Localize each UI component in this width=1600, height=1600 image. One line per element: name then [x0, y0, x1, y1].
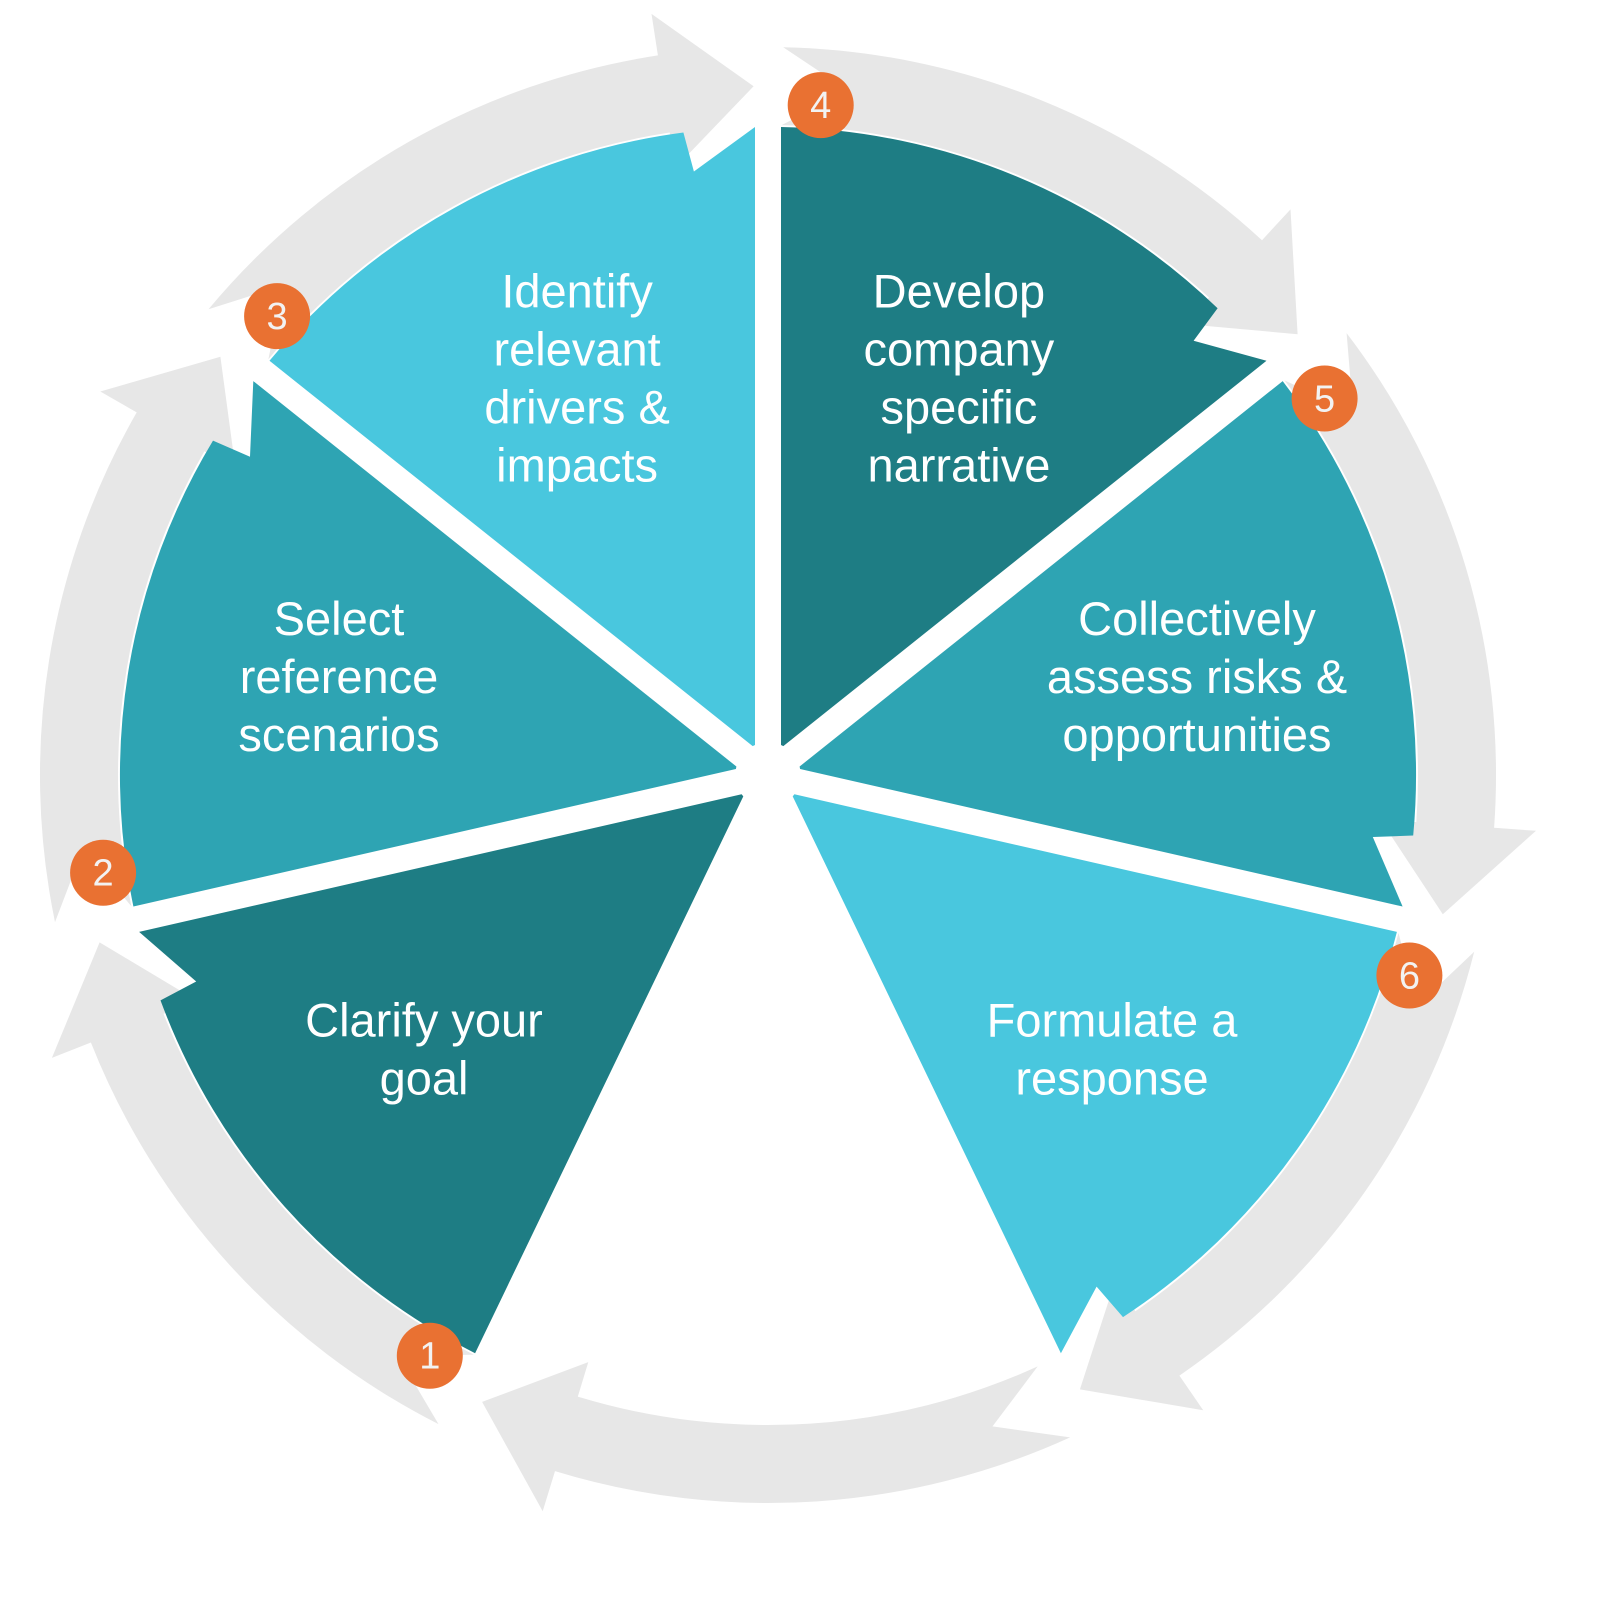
step-label-line: opportunities: [1062, 708, 1331, 761]
step-badge-4: 4: [787, 72, 854, 139]
step-wedge-4: [781, 127, 1267, 747]
step-wedge-6: [792, 794, 1397, 1354]
step-label-line: scenarios: [238, 708, 439, 761]
step-label-line: Develop: [873, 265, 1045, 318]
badge-circle: [1376, 942, 1443, 1009]
badge-circle: [70, 839, 137, 906]
ring-arrow: [781, 47, 1298, 335]
step-label-line: assess risks &: [1047, 650, 1347, 703]
step-label-line: impacts: [496, 439, 658, 492]
step-badge-5: 5: [1291, 365, 1358, 432]
ring-arrow: [482, 1362, 1071, 1512]
ring-arrow: [1284, 333, 1536, 915]
step-badge-3: 3: [244, 283, 311, 350]
step-label-line: company: [864, 323, 1055, 376]
step-badge-6: 6: [1376, 942, 1443, 1009]
step-badge-2: 2: [70, 839, 137, 906]
ring-arrow: [1079, 932, 1475, 1411]
step-wedge-3: [269, 127, 755, 747]
step-label-line: Formulate a: [987, 993, 1239, 1046]
step-label-line: Clarify your: [305, 993, 543, 1046]
step-label-line: narrative: [867, 439, 1050, 492]
step-label-line: specific: [881, 381, 1038, 434]
step-wedges: [119, 127, 1417, 1354]
step-label-line: goal: [380, 1051, 469, 1104]
ring-arrow: [51, 942, 474, 1425]
ring-arrow: [208, 13, 754, 360]
badge-number: 5: [1314, 379, 1335, 421]
step-label-line: Identify: [501, 265, 653, 318]
step-wedge-2: [119, 381, 737, 907]
step-label-line: response: [1015, 1051, 1208, 1104]
badge-circle: [396, 1322, 463, 1389]
badge-circle: [787, 72, 854, 139]
step-label-line: drivers &: [484, 381, 669, 434]
step-badge-1: 1: [396, 1322, 463, 1389]
ring-arrow: [39, 356, 236, 923]
badge-circle: [244, 283, 311, 350]
ring-arrows: [39, 13, 1536, 1512]
step-wedge-5: [799, 381, 1417, 907]
step-wedge-1: [139, 794, 744, 1354]
badge-number: 1: [419, 1336, 440, 1378]
badge-number: 6: [1399, 956, 1420, 998]
step-label-line: Collectively: [1078, 592, 1316, 645]
step-label-line: reference: [240, 650, 439, 703]
step-label-line: Select: [274, 592, 405, 645]
step-label-line: relevant: [493, 323, 660, 376]
badge-circle: [1291, 365, 1358, 432]
step-badges: 1 2 3 4 5 6: [70, 72, 1443, 1389]
badge-number: 4: [810, 85, 831, 127]
badge-number: 2: [93, 853, 114, 895]
badge-number: 3: [267, 296, 288, 338]
